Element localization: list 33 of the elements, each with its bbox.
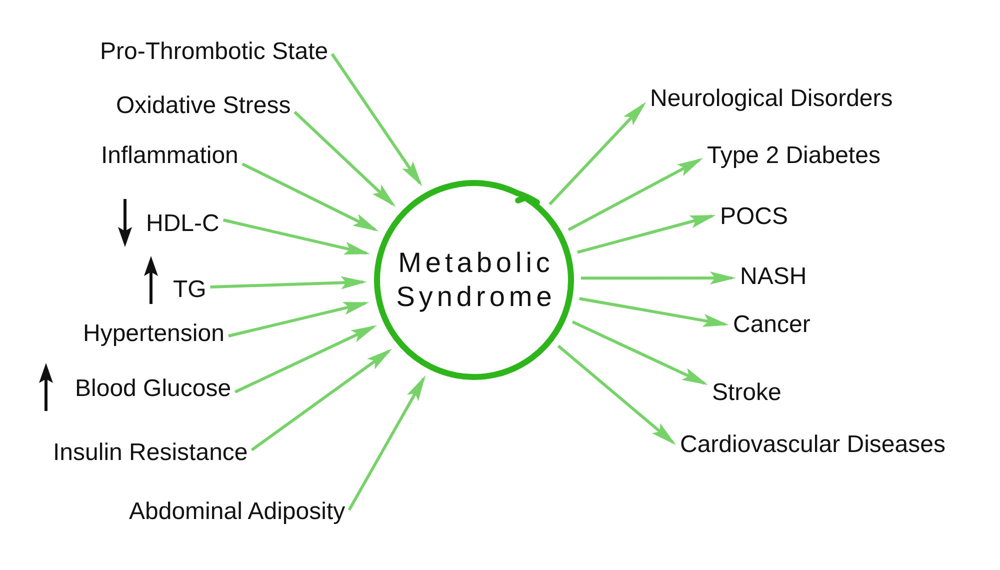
- risk-factor-label: TG: [173, 276, 206, 304]
- arrow: [234, 325, 378, 394]
- arrow: [222, 218, 370, 255]
- outcome-label: Cardiovascular Diseases: [680, 431, 946, 459]
- risk-factor-label: Blood Glucose: [75, 375, 232, 403]
- risk-factor-label: Inflammation: [101, 142, 238, 170]
- arrow: [228, 302, 370, 338]
- arrow: [568, 158, 704, 232]
- risk-factor-label: Abdominal Adiposity: [129, 498, 346, 526]
- arrow: [250, 348, 392, 452]
- outcome-label: Type 2 Diabetes: [707, 142, 880, 170]
- arrow: [242, 162, 379, 232]
- arrow: [210, 276, 367, 290]
- risk-factor-label: Insulin Resistance: [53, 439, 248, 467]
- arrow: [581, 272, 736, 285]
- arrow: [548, 102, 646, 206]
- outcome-label: Cancer: [733, 311, 810, 339]
- outcome-label: Stroke: [712, 379, 782, 407]
- arrow: [572, 320, 708, 385]
- circle-title: Metabolic Syndrome: [395, 246, 557, 314]
- risk-factor-label: Oxidative Stress: [116, 92, 291, 120]
- arrow: [330, 53, 422, 186]
- arrow: [348, 375, 426, 511]
- outcome-label: POCS: [720, 203, 788, 231]
- risk-factor-label: Pro-Thrombotic State: [100, 38, 328, 66]
- risk-factor-label: Hypertension: [83, 320, 224, 348]
- arrow: [294, 110, 396, 208]
- arrow: [557, 344, 676, 445]
- arrow: [579, 297, 730, 327]
- arrow: [577, 214, 716, 254]
- outcome-label: NASH: [740, 263, 807, 291]
- outcome-label: Neurological Disorders: [650, 85, 893, 113]
- risk-factor-label: HDL-C: [146, 210, 220, 238]
